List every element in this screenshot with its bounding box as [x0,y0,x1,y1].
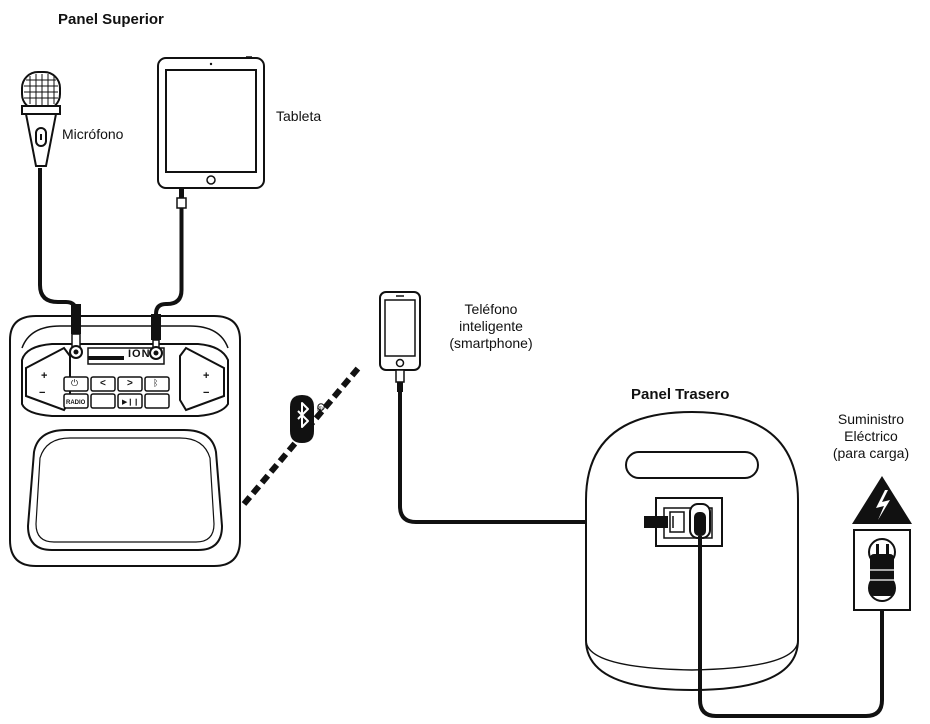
bluetooth-registered-mark: ® [317,405,323,414]
power-label-line3: (para carga) [832,445,910,461]
speaker-rear-view [585,410,884,718]
volume-down-left-label: − [39,387,46,399]
volume-up-left-label: + [41,370,48,382]
bluetooth-button-icon: ᛒ [153,378,159,388]
microphone-cable [38,168,78,330]
brand-logo: ION [128,348,151,360]
bluetooth-link [241,364,363,506]
prev-button-icon: < [100,378,106,389]
speaker-top-view [9,304,241,567]
power-label-line2: Eléctrico [844,428,898,444]
microphone-label: Micrófono [62,126,124,142]
microphone-illustration [21,71,78,330]
smartphone-label-line2: inteligente [459,318,523,334]
tablet-label: Tableta [276,108,322,124]
smartphone-illustration [379,291,644,524]
power-cable [698,536,884,718]
power-label-line1: Suministro [837,411,905,427]
usb-charging-cable [398,392,644,524]
wall-outlet-illustration [852,476,912,611]
next-button-icon: > [127,378,133,389]
radio-button-label: RADIO [66,400,86,406]
smartphone-label-line3: (smartphone) [449,335,533,351]
tablet-illustration [154,56,265,326]
tablet-cable [154,208,184,326]
play-pause-button-icon: ▶❙❙ [122,399,140,406]
smartphone-label: Teléfono inteligente (smartphone) [426,301,556,352]
rear-panel-heading: Panel Trasero [631,386,730,403]
volume-up-right-label: + [203,370,210,382]
power-button-icon: ⏻ [71,378,79,388]
power-supply-label: Suministro Eléctrico (para carga) [816,411,926,462]
top-panel-heading: Panel Superior [58,11,164,28]
volume-down-right-label: − [203,387,210,399]
smartphone-label-line1: Teléfono [464,301,518,317]
